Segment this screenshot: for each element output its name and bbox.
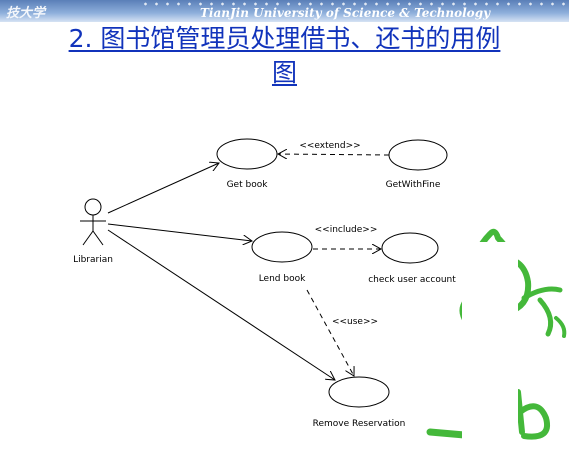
use-case-remove-reservation <box>328 376 390 408</box>
dependency-extend <box>278 154 390 155</box>
mascot-occlusion <box>462 242 518 440</box>
use-case-label-lend-book: Lend book <box>259 274 306 284</box>
stick-figure-actor-icon <box>80 198 106 246</box>
use-case-label-remove-reservation: Remove Reservation <box>313 419 406 429</box>
header-banner: 技大学 TianJin University of Science & Tech… <box>0 0 569 22</box>
use-case-get-book <box>216 138 278 170</box>
use-case-get-with-fine <box>388 139 448 171</box>
banner-university-name: TianJin University of Science & Technolo… <box>200 6 491 20</box>
slide-title-line-1: 2. 图书馆管理员处理借书、还书的用例 <box>68 24 501 53</box>
use-case-check-user-account <box>381 232 439 264</box>
banner-dot-pattern <box>140 2 569 6</box>
stereotype-extend-label: <<extend>> <box>299 141 360 151</box>
slide-title-line-2: 图 <box>271 58 297 87</box>
use-case-label-get-with-fine: GetWithFine <box>386 180 441 190</box>
association-lend-book <box>107 223 252 241</box>
use-case-label-get-book: Get book <box>227 180 269 190</box>
use-case-lend-book <box>251 231 313 263</box>
stereotype-use-label: <<use>> <box>332 317 378 327</box>
actor-label: Librarian <box>73 255 113 265</box>
banner-school-name: 技大学 <box>6 6 46 21</box>
association-remove-reservation <box>107 229 335 380</box>
stereotype-include-label: <<include>> <box>315 225 378 235</box>
dependency-use <box>306 289 354 376</box>
use-case-label-check-user-account: check user account <box>368 275 456 285</box>
association-get-book <box>107 163 219 214</box>
slide-title: 2. 图书馆管理员处理借书、还书的用例 图 <box>0 22 569 90</box>
